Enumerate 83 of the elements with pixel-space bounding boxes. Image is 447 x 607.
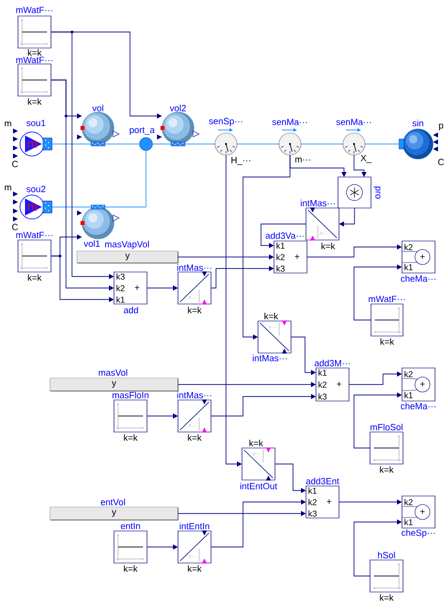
block-label: sin [412, 120, 424, 126]
port-label: C [438, 158, 444, 166]
block-label: intMas··· [177, 392, 212, 398]
block-label: mWatF··· [16, 6, 52, 14]
block-label: intEntIn [180, 522, 210, 530]
port-label: C [12, 224, 18, 230]
arrow [210, 394, 316, 416]
block-label: add3M··· [314, 360, 350, 366]
parameter-label: k=k [28, 49, 42, 56]
block-label: intMas··· [177, 264, 212, 271]
parameter-label: k=k [249, 440, 264, 446]
block-label: masVol [98, 369, 128, 376]
arrow [354, 154, 367, 177]
arrow [348, 371, 402, 385]
block-label: pro [374, 186, 380, 199]
block-label: masVapVol [105, 240, 149, 250]
block-label: intEntOut [240, 482, 278, 490]
block-label: senSp··· [209, 118, 242, 126]
parameter-label: k=k [28, 274, 42, 281]
block-label: add3Va··· [266, 232, 304, 239]
parameter-label: k=k [264, 312, 278, 320]
block-label: hSol [378, 552, 395, 558]
block-label: vol1 [84, 240, 100, 247]
expression-bar: y [76, 250, 178, 264]
parameter-label: k=k [188, 434, 202, 441]
node-label: k2 [116, 284, 125, 292]
arrow [210, 266, 274, 288]
block-label: cheMa··· [400, 275, 436, 282]
sum-block: k1 k2 k3 + [306, 486, 340, 518]
block-label: entIn [120, 522, 140, 530]
block-label: masFloIn [112, 392, 148, 398]
sum-block: k2 k1 + [402, 368, 436, 402]
parameter-label: k=k [188, 306, 202, 314]
block-label: sou1 [26, 120, 46, 126]
parameter-label: k=k [188, 565, 202, 572]
expression-bar: y [50, 378, 178, 392]
block-label: intMas··· [300, 200, 335, 206]
port-label: C [12, 160, 18, 168]
connector-line [98, 150, 146, 208]
node-label: + [134, 285, 140, 290]
parameter-label: k=k [321, 242, 336, 250]
block-label: entVol [100, 498, 125, 506]
block-label: add3Ent [306, 478, 340, 484]
port-label: p [439, 124, 444, 130]
block-label: mFloSol [370, 424, 402, 430]
parameter-label: k=k [28, 98, 42, 105]
block-label: sou2 [26, 186, 46, 192]
sum-block: k1 k2 k3 + [316, 368, 350, 402]
expression-bar: y [50, 506, 178, 520]
arrow [306, 244, 402, 258]
arrow [354, 264, 402, 320]
block-label: port_a [130, 127, 155, 135]
port-label: m [4, 186, 12, 190]
sum-block: k3 k2 k1 + [114, 272, 148, 304]
port-label: m··· [295, 158, 310, 162]
block-label: senMa··· [336, 118, 371, 126]
arrow [339, 208, 355, 227]
arrow [210, 499, 306, 548]
parameter-label: k=k [380, 594, 394, 601]
block-label: intMas··· [252, 354, 287, 362]
parameter-label: k=k [124, 565, 138, 572]
sum-block: k1 k2 k3 + [274, 240, 308, 274]
block-label: mWatF··· [16, 232, 52, 238]
block-label: cheMa··· [400, 402, 436, 410]
parameter-label: k=k [380, 466, 394, 473]
sum-block: k2 k1 + [402, 496, 436, 528]
arrow [354, 392, 402, 448]
block-label: add [124, 306, 138, 314]
node-label: k1 [116, 296, 125, 303]
port-label: m [4, 122, 12, 126]
parameter-label: k=k [380, 338, 394, 345]
block-label: vol [92, 104, 104, 112]
port-label: X_ [360, 155, 372, 163]
block-label: mWatF··· [16, 56, 52, 64]
block-label: mWatF··· [368, 296, 405, 302]
parameter-label: k=k [124, 434, 138, 441]
node-label: k3 [116, 273, 125, 280]
block-label: senMa··· [272, 118, 307, 126]
arrow [354, 519, 402, 576]
sum-block: k2 k1 + [402, 240, 436, 274]
block-label: vol2 [170, 104, 186, 112]
block-label: cheSp··· [402, 529, 435, 538]
port-label: H_··· [232, 157, 250, 165]
